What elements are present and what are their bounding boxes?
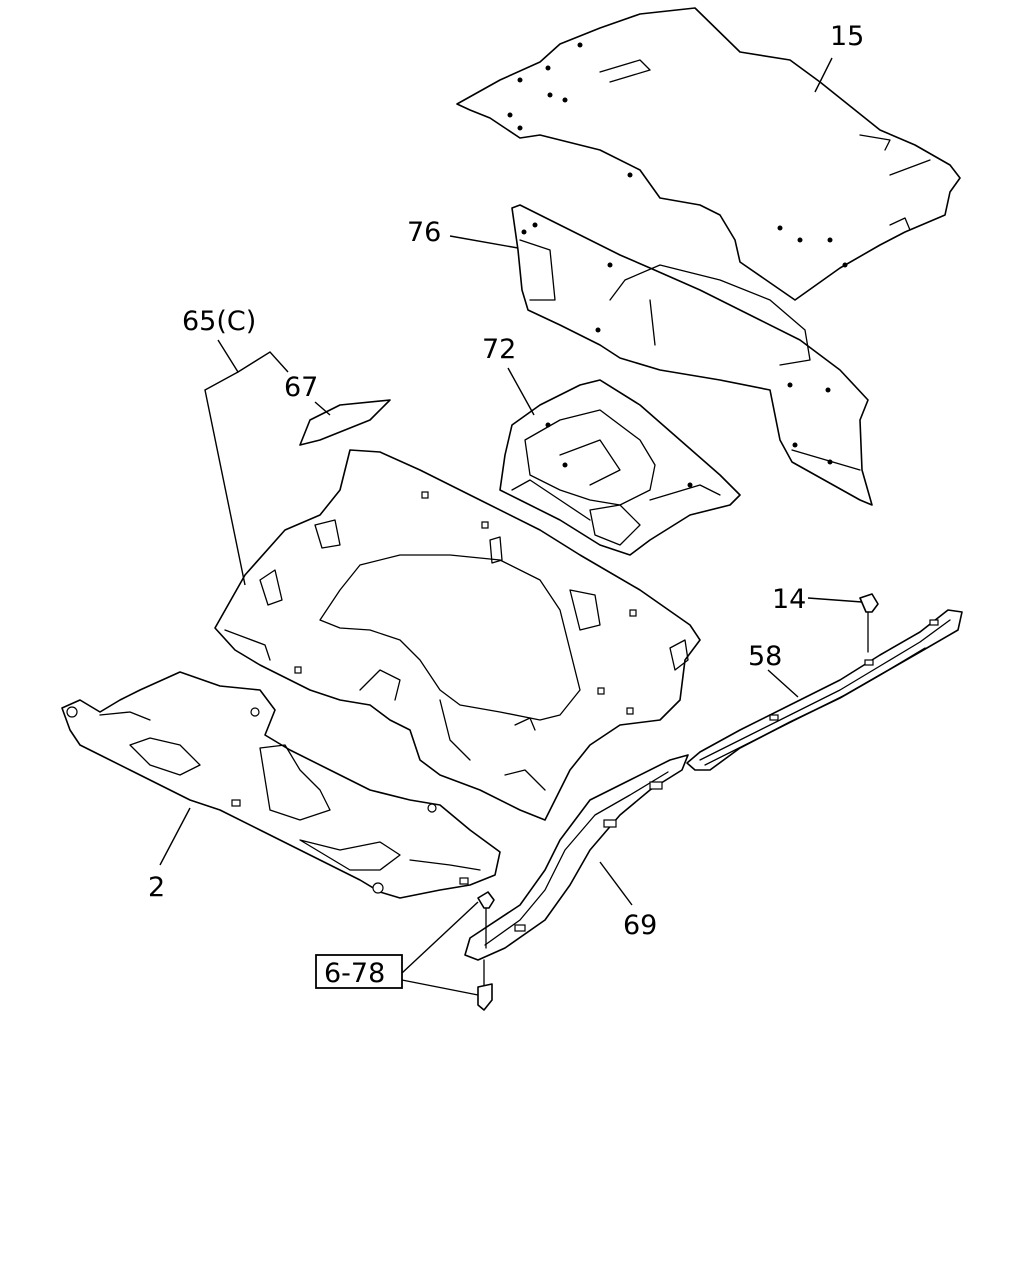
- callout-2: 2: [148, 872, 165, 903]
- leader-lines: [159, 57, 863, 996]
- callout-6-78[interactable]: 6-78: [324, 958, 385, 989]
- part-14-screw: [859, 593, 879, 653]
- callout-69: 69: [623, 910, 657, 941]
- part-76-rear-panel: [511, 204, 873, 506]
- part-2-front-insulator: [61, 671, 501, 899]
- part-67-pad: [299, 399, 391, 446]
- part-6-78-fasteners: [477, 891, 495, 1011]
- callout-76: 76: [407, 217, 441, 248]
- callout-6-78-box: [315, 954, 403, 989]
- callout-15: 15: [830, 21, 864, 52]
- part-58-sill-plate: [686, 609, 963, 771]
- part-69-side-trim: [464, 754, 689, 961]
- part-65c-front-floor-insulator: [214, 449, 701, 821]
- callout-67: 67: [284, 372, 318, 403]
- callout-14: 14: [772, 584, 806, 615]
- part-72-rear-insulator: [499, 379, 741, 556]
- callout-65c: 65(C): [182, 306, 256, 337]
- callout-labels: 15 76 65(C) 67 72 14 58 2 69 6-78: [148, 21, 864, 989]
- callout-58: 58: [748, 641, 782, 672]
- part-15-floor-mat: [456, 7, 961, 301]
- callout-72: 72: [482, 334, 516, 365]
